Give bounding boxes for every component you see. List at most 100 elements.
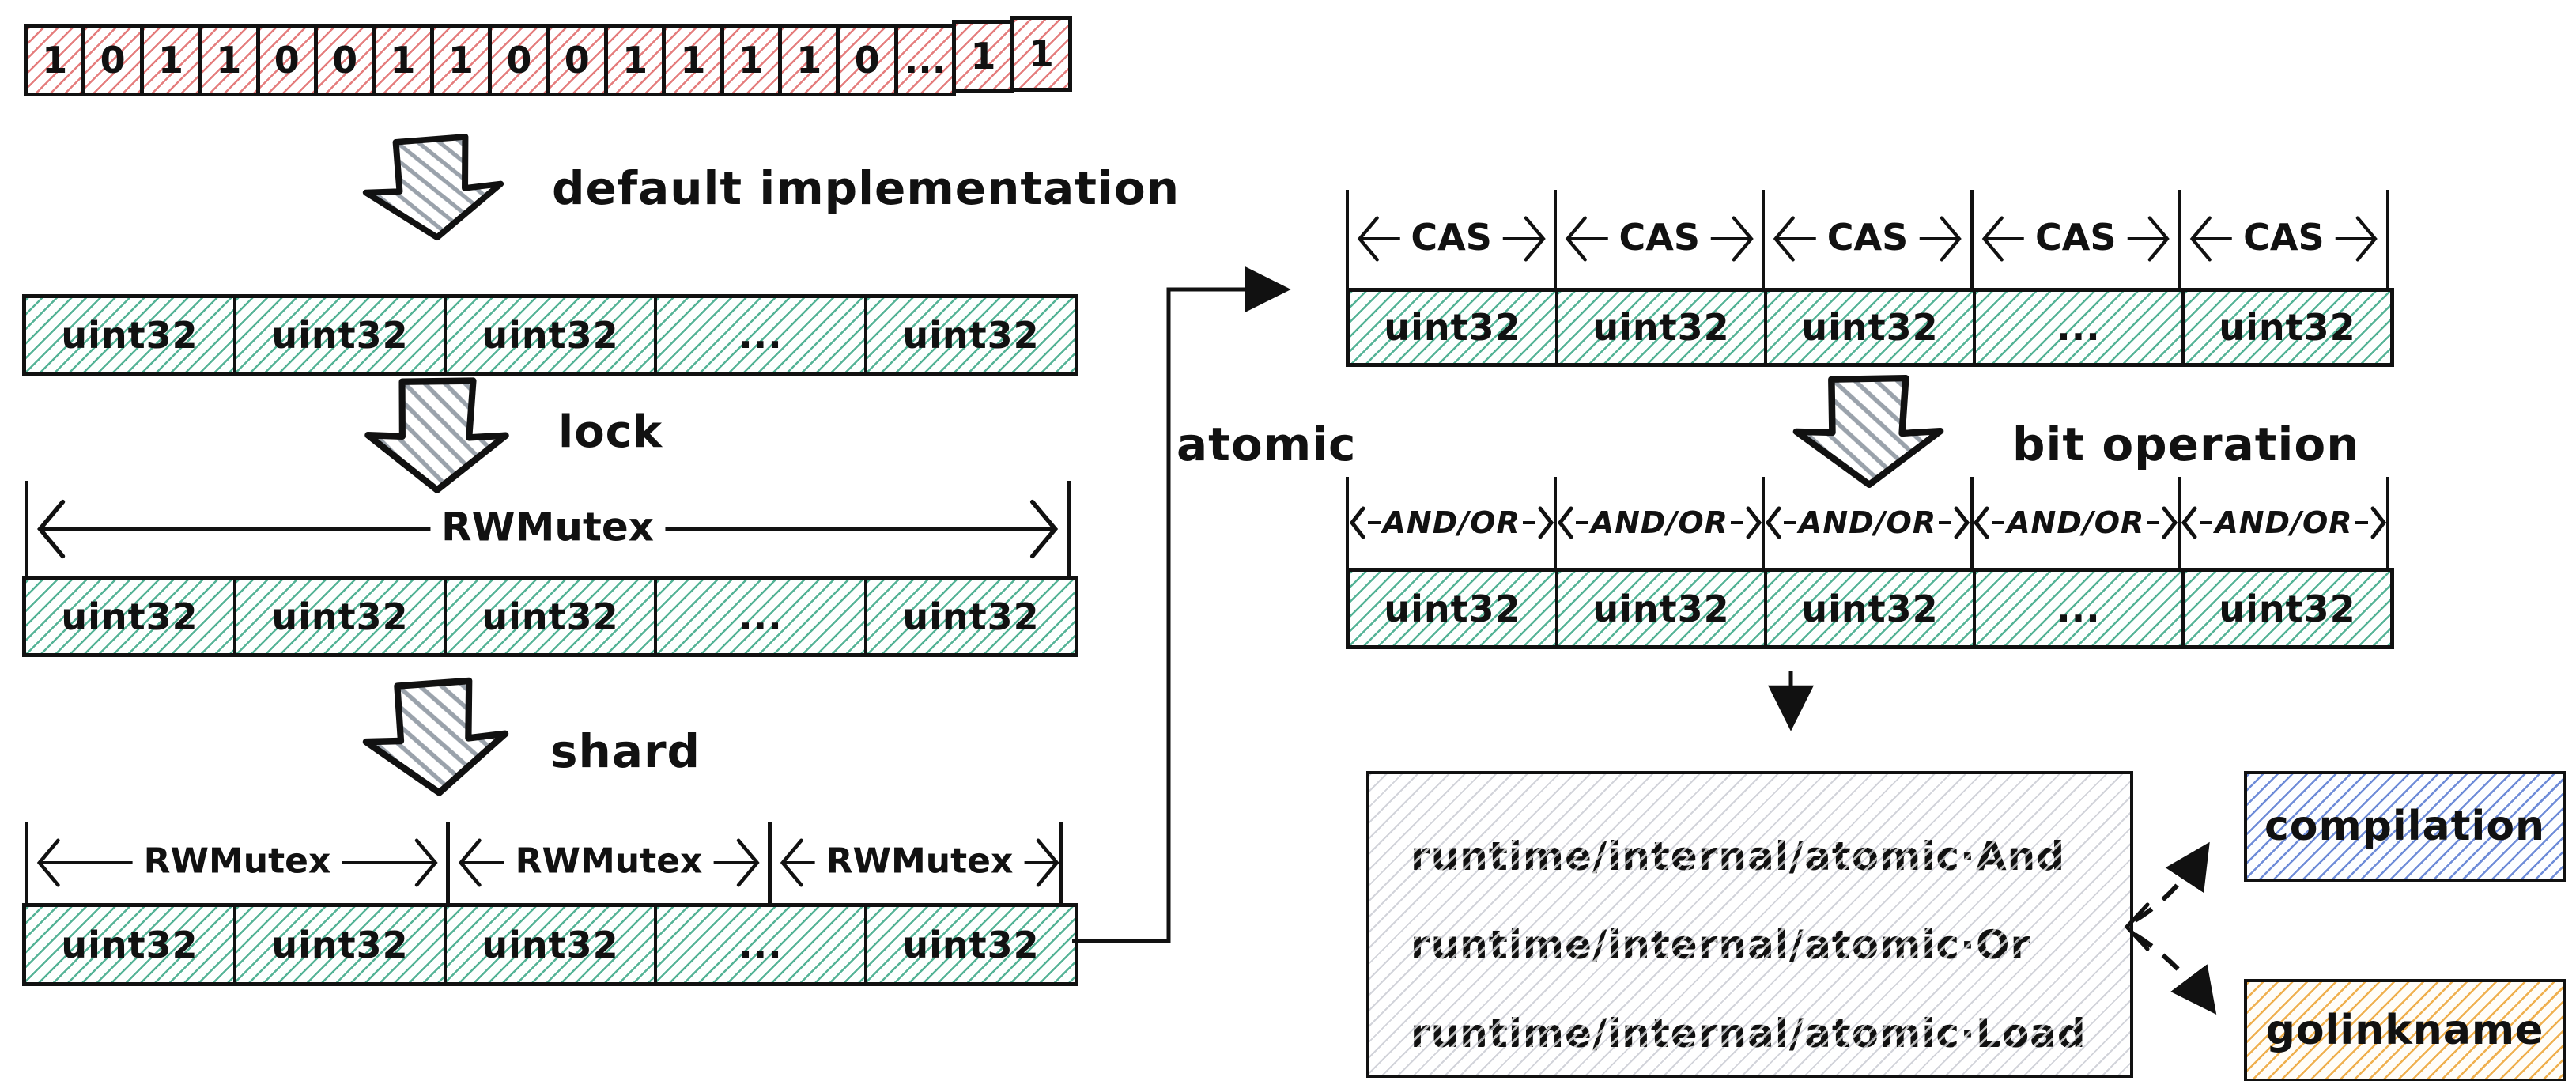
shard-rwmutex-group: RWMutex RWMutex RWMutex [25, 822, 1067, 903]
down-block-arrow-icon [1792, 374, 1944, 488]
uint32-row-lock: uint32 uint32 uint32 ... uint32 [22, 576, 1078, 657]
runtime-atomic-lines: runtime/internal/atomic·And runtime/inte… [1369, 774, 2130, 1075]
arrowhead-left-icon [1981, 216, 2004, 262]
rwmutex-arrow: RWMutex [36, 498, 1059, 560]
uint32-cell: uint32 [867, 580, 1075, 653]
bit-cell: 1 [24, 24, 86, 96]
uint32-row-cas: uint32 uint32 uint32 ... uint32 [1346, 288, 2394, 367]
rwmutex-label: RWMutex [504, 841, 714, 882]
bit-cell: 0 [255, 24, 318, 96]
arrowhead-right-icon [1029, 499, 1058, 558]
arrow-line [1522, 520, 1535, 524]
rwmutex-span: RWMutex [25, 481, 1071, 576]
arrowhead-right-icon [414, 838, 438, 887]
rwmutex-label: RWMutex [429, 504, 666, 550]
uint32-cell-ellipsis: ... [657, 298, 867, 372]
cas-label: CAS [1815, 215, 1920, 259]
cas-arrow: CAS [1357, 215, 1546, 263]
uint32-cell: uint32 [236, 298, 447, 372]
andor-arrow: AND/OR [2181, 477, 2386, 568]
cas-group: CAS CAS CAS CAS [1346, 190, 2390, 288]
arrowhead-right-icon [1538, 506, 1554, 539]
bit-cell-ellipsis: ... [893, 24, 957, 96]
uint32-cell: uint32 [1767, 572, 1976, 645]
andor-arrow: AND/OR [1349, 477, 1554, 568]
shard-section: RWMutex [450, 822, 772, 903]
arrowhead-left-icon [1565, 216, 1588, 262]
atomic-connector-arrow [1072, 266, 1291, 943]
compilation-box: compilation [2244, 771, 2566, 882]
bit-cell: 0 [313, 24, 376, 96]
down-block-arrow-icon [364, 377, 509, 493]
andor-label: AND/OR [2215, 505, 2353, 540]
uint32-row-shard: uint32 uint32 uint32 ... uint32 [22, 903, 1078, 986]
down-block-arrow-icon [362, 134, 504, 241]
arrow-line [1992, 520, 2005, 524]
uint32-cell: uint32 [447, 907, 657, 982]
bit-cell: 1 [952, 20, 1014, 93]
cas-arrow: CAS [1981, 215, 2170, 263]
bit-cell: 1 [662, 24, 724, 96]
andor-cell: AND/OR [1974, 477, 2181, 568]
runtime-line: runtime/internal/atomic·Load [1411, 989, 2130, 1078]
arrowhead-left-icon [1974, 506, 1989, 539]
cas-label: CAS [1399, 215, 1503, 259]
bit-cell: 0 [546, 24, 608, 96]
uint32-cell: uint32 [1767, 292, 1976, 363]
arrowhead-left-icon [1765, 506, 1781, 539]
uint32-cell: uint32 [2185, 572, 2390, 645]
arrowhead-left-icon [458, 838, 482, 887]
step-label-lock: lock [558, 406, 663, 458]
andor-cell: AND/OR [1765, 477, 1974, 568]
arrowhead-left-icon [780, 838, 803, 887]
arrow-line [2147, 520, 2160, 524]
uint32-cell: uint32 [867, 298, 1075, 372]
arrowhead-left-icon [2189, 216, 2212, 262]
cas-arrow: CAS [2189, 215, 2378, 263]
bit-cell: 1 [139, 24, 202, 96]
arrowhead-left-icon [37, 499, 66, 558]
bit-cell: 1 [603, 24, 667, 96]
andor-label: AND/OR [1382, 505, 1520, 540]
arrowhead-right-icon [1746, 506, 1762, 539]
compilation-label: compilation [2264, 803, 2546, 850]
uint32-cell: uint32 [447, 298, 657, 372]
arrowhead-right-icon [736, 838, 760, 887]
arrow-line [1939, 520, 1952, 524]
uint32-cell: uint32 [236, 907, 447, 982]
arrowhead-right-icon [2147, 216, 2170, 262]
cas-arrow: CAS [1773, 215, 1962, 263]
bit-cell: 1 [720, 24, 783, 96]
andor-cell: AND/OR [1557, 477, 1766, 568]
arrow-line [1575, 520, 1588, 524]
cas-cell: CAS [2181, 190, 2390, 288]
uint32-cell: uint32 [26, 580, 236, 653]
uint32-cell: uint32 [26, 298, 236, 372]
uint32-row-andor: uint32 uint32 uint32 ... uint32 [1346, 568, 2394, 649]
uint32-cell-ellipsis: ... [1976, 572, 2185, 645]
arrowhead-right-icon [2370, 506, 2386, 539]
uint32-cell: uint32 [26, 907, 236, 982]
uint32-cell: uint32 [447, 580, 657, 653]
uint32-cell: uint32 [1558, 572, 1767, 645]
andor-cell: AND/OR [2181, 477, 2390, 568]
arrowhead-right-icon [1940, 216, 1962, 262]
uint32-cell: uint32 [1558, 292, 1767, 363]
rwmutex-arrow: RWMutex [458, 837, 760, 888]
runtime-line: runtime/internal/atomic·And [1411, 812, 2130, 901]
arrow-line [2355, 520, 2368, 524]
cas-cell: CAS [1557, 190, 1766, 288]
arrow-line [1730, 520, 1743, 524]
rwmutex-arrow: RWMutex [780, 837, 1059, 888]
arrow-line [1783, 520, 1796, 524]
dashed-arrow-to-golinkname [2133, 932, 2217, 1015]
arrowhead-left-icon [1357, 216, 1379, 262]
shard-divider [1059, 822, 1063, 903]
arrowhead-right-icon [2162, 506, 2178, 539]
andor-group: AND/OR AND/OR AND/OR [1346, 477, 2390, 568]
down-block-arrow-icon [362, 677, 509, 796]
arrowhead-left-icon [1557, 506, 1573, 539]
golinkname-label: golinkname [2265, 1007, 2544, 1054]
bit-cell: 1 [198, 24, 260, 96]
